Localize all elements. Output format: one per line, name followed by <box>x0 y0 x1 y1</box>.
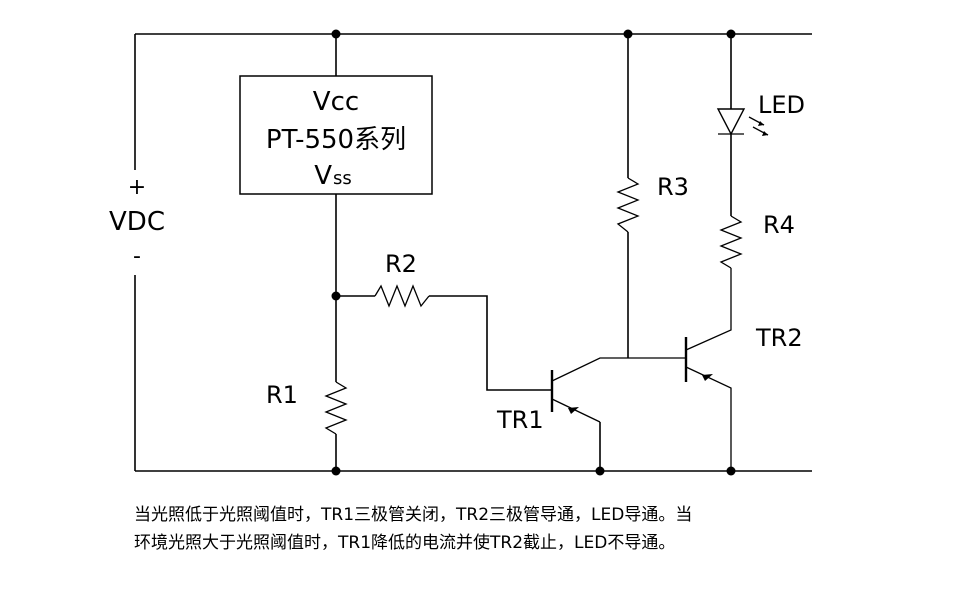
tr2-label: TR2 <box>755 324 803 352</box>
junction-dot <box>595 466 605 476</box>
r1-label: R1 <box>266 381 298 409</box>
junction-dot <box>726 466 736 476</box>
junction-dot <box>726 29 736 39</box>
r4-label: R4 <box>763 211 795 239</box>
supply-plus-label: + <box>128 175 146 200</box>
r3-resistor <box>616 177 640 233</box>
ic-box <box>239 75 433 195</box>
tr2-collector <box>685 268 732 351</box>
led-light-arrowhead <box>762 131 768 136</box>
led-diode <box>716 108 746 136</box>
tr2-emitter <box>685 366 732 471</box>
junction-dot <box>331 29 341 39</box>
supply-minus-label: - <box>133 244 141 269</box>
led-light-arrowhead <box>758 121 764 126</box>
junction-dot <box>623 29 633 39</box>
tr1-emitter-arrow <box>568 407 579 414</box>
r1-resistor <box>324 381 348 435</box>
tr1-emitter <box>551 398 601 423</box>
supply-vdc-label: VDC <box>109 207 165 237</box>
ic-vss-label: V <box>314 161 332 191</box>
caption-line-1: 当光照低于光照阈值时，TR1三极管关闭，TR2三极管导通，LED导通。当 <box>134 505 693 525</box>
caption-line-2: 环境光照大于光照阈值时，TR1降低的电流并使TR2截止，LED不导通。 <box>134 533 676 553</box>
ic-vss-subscript: ss <box>333 168 352 189</box>
tr2-emitter-arrow <box>702 374 713 381</box>
tr1-collector <box>551 357 686 382</box>
ic-vcc-label: Vcc <box>313 87 359 117</box>
tr1-label: TR1 <box>496 406 544 434</box>
junction-dot <box>331 466 341 476</box>
r2-resistor <box>374 284 430 308</box>
junction-dot <box>331 291 341 301</box>
ic-model-label: PT-550系列 <box>266 125 406 155</box>
r3-label: R3 <box>657 173 689 201</box>
led-label: LED <box>758 91 805 119</box>
r4-resistor <box>719 215 743 269</box>
r2-label: R2 <box>385 250 417 278</box>
r2-to-tr1-wire <box>429 295 552 391</box>
